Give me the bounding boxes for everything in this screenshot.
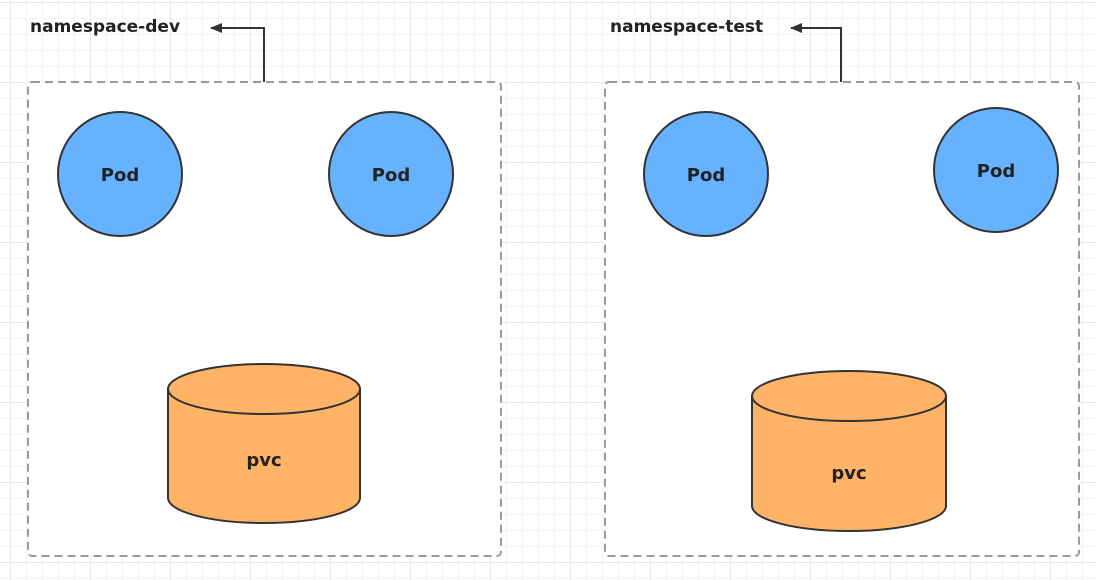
pod-test-2[interactable]: Pod	[933, 107, 1059, 233]
pvc-dev-cylinder[interactable]: pvc	[167, 363, 361, 524]
pod-test-1[interactable]: Pod	[643, 111, 769, 237]
pod-dev-1[interactable]: Pod	[57, 111, 183, 237]
pvc-label: pvc	[246, 450, 281, 471]
pod-label: Pod	[977, 161, 1015, 182]
pod-label: Pod	[372, 165, 410, 186]
namespace-dev-group: Pod Pod pvc	[27, 23, 502, 557]
namespace-test-connector-arrow	[790, 23, 842, 82]
pvc-test-cylinder[interactable]: pvc	[751, 370, 947, 532]
pod-label: Pod	[101, 165, 139, 186]
namespace-test-group: Pod Pod pvc	[604, 23, 1080, 557]
namespace-dev-label: namespace-dev	[30, 17, 181, 37]
pvc-label: pvc	[831, 463, 866, 484]
namespace-dev-connector-arrow	[210, 23, 265, 82]
namespace-test-label: namespace-test	[610, 17, 764, 37]
pod-label: Pod	[687, 165, 725, 186]
pod-dev-2[interactable]: Pod	[328, 111, 454, 237]
